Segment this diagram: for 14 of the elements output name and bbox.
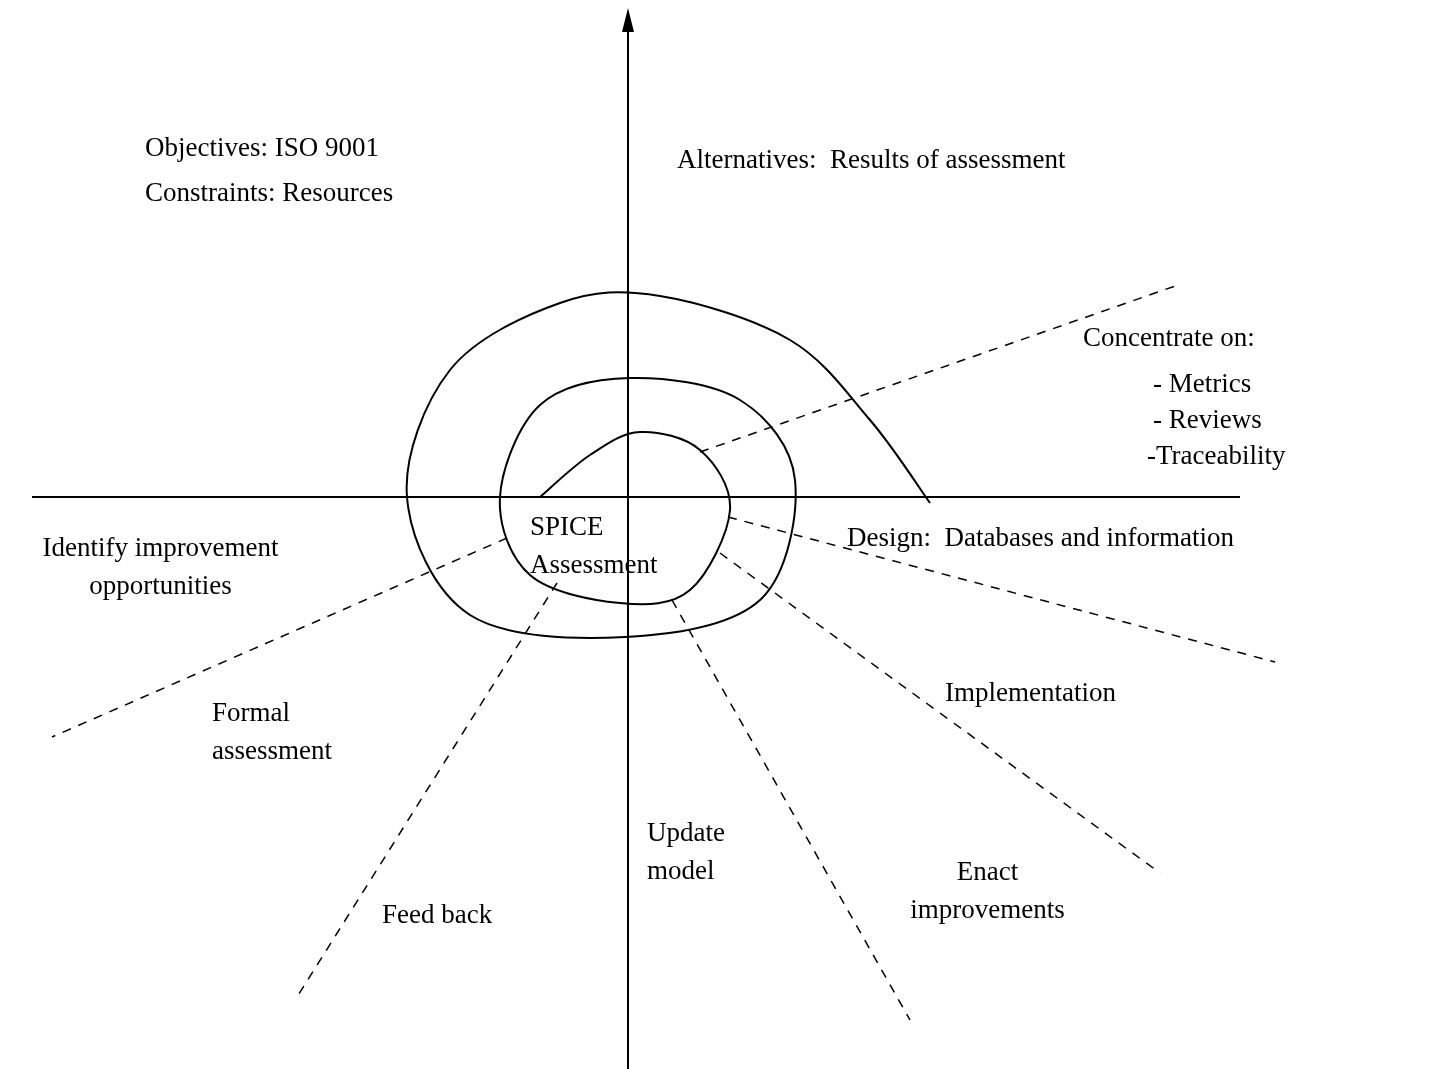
- quadrant-label: Constraints: Resources: [145, 176, 394, 209]
- quadrant-label: Concentrate on:: [1083, 321, 1255, 354]
- quadrant-label: -Traceability: [1147, 439, 1286, 472]
- quadrant-label: Formal assessment: [212, 696, 333, 767]
- quadrant-label: Identify improvement opportunities: [41, 531, 280, 602]
- quadrant-label: Design: Databases and information: [847, 521, 1234, 554]
- quadrant-label: Alternatives: Results of assessment: [677, 143, 1066, 176]
- quadrant-label: Update model: [647, 816, 726, 887]
- quadrant-label: - Reviews: [1153, 403, 1262, 436]
- quadrant-label: Objectives: ISO 9001: [145, 131, 379, 164]
- quadrant-label: Feed back: [382, 898, 493, 931]
- quadrant-label: Enact improvements: [909, 855, 1066, 926]
- quadrant-label: Implementation: [945, 676, 1116, 709]
- quadrant-label: - Metrics: [1153, 367, 1252, 400]
